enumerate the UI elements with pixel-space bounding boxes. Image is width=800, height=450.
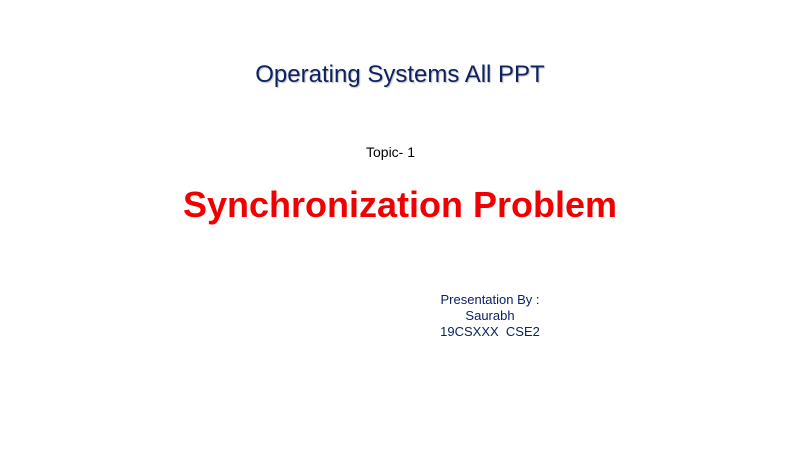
slide-heading: Synchronization Problem — [182, 184, 618, 225]
topic-label: Topic- 1 — [366, 144, 416, 160]
slide-title: Operating Systems All PPT — [255, 61, 545, 88]
presenter-block: Presentation By : Saurabh 19CSXXX CSE2 — [430, 292, 550, 340]
presenter-label: Presentation By : — [440, 292, 540, 307]
presenter-id: 19CSXXX CSE2 — [440, 324, 540, 339]
presenter-name: Saurabh — [465, 308, 515, 323]
